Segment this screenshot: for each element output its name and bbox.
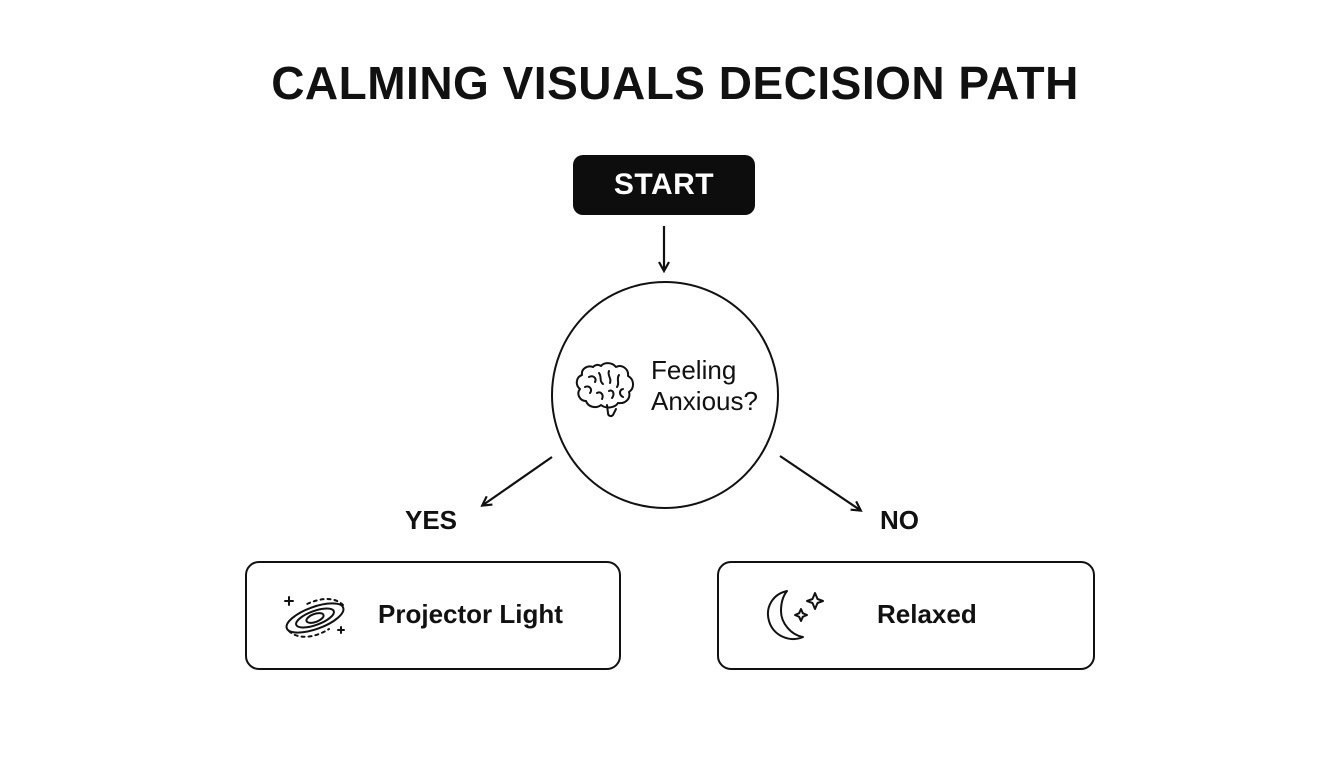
start-label: START bbox=[613, 168, 715, 201]
yes-branch-arrow bbox=[483, 456, 553, 505]
no-branch-label: NO bbox=[880, 505, 919, 535]
galaxy-icon bbox=[284, 596, 345, 638]
outcome-label-relaxed: Relaxed bbox=[877, 599, 977, 629]
start-node[interactable]: START bbox=[573, 155, 755, 215]
outcome-projector-light[interactable]: Projector Light bbox=[245, 561, 621, 670]
no-branch-arrow bbox=[779, 455, 860, 510]
outcome-relaxed[interactable]: Relaxed bbox=[717, 561, 1095, 670]
decision-question: Feeling Anxious? bbox=[651, 355, 758, 417]
brain-icon bbox=[575, 362, 634, 418]
outcome-label-projector-light: Projector Light bbox=[378, 599, 563, 629]
decision-line-1: Feeling bbox=[651, 355, 737, 385]
diagram-title: CALMING VISUALS DECISION PATH bbox=[271, 57, 1079, 109]
decision-node[interactable]: Feeling Anxious? bbox=[551, 281, 779, 509]
decision-line-2: Anxious? bbox=[651, 386, 758, 416]
moon-stars-icon bbox=[767, 590, 824, 640]
yes-branch-label: YES bbox=[405, 505, 458, 535]
